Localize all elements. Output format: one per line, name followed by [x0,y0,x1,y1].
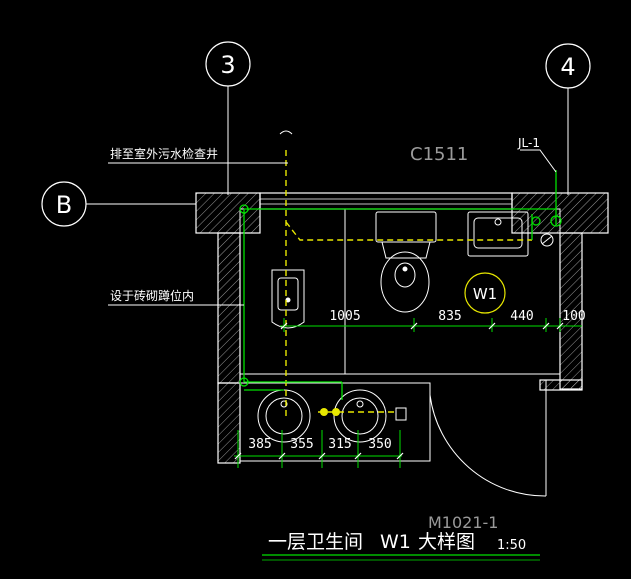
dim-lower-3: 315 [328,437,351,452]
door-label: M1021-1 [428,513,498,532]
unit-tag: W1 [464,272,506,314]
dimension-line-upper [280,318,582,332]
wash-basin-left [257,389,311,443]
riser-label: JL-1 [517,136,540,150]
dim-lower-1: 385 [248,437,271,452]
drawing-title: 一层卫生间 W1 大样图 1:50 [262,531,540,561]
window-label: C1511 [410,144,468,165]
floor-drain [320,233,554,416]
grid-axis-b-label: B [56,191,72,219]
dim-upper-4: 100 [562,309,585,324]
wash-basin-right [333,389,387,443]
door-swing [429,380,547,497]
leader-lines [108,149,557,306]
grid-axis-4-label: 4 [560,53,575,81]
supply-pipes-green [239,170,562,400]
unit-tag-label: W1 [473,285,497,303]
dim-lower-4: 350 [368,437,391,452]
grid-axis-b: B [41,181,196,227]
title-main: 一层卫生间 [268,531,363,553]
dimension-line-lower [234,430,402,468]
room-outlines [239,208,561,462]
dim-upper-3: 440 [510,309,533,324]
dimension-ticks-upper [280,322,564,330]
wash-basin-upper [467,211,529,257]
title-tag: W1 [380,531,411,553]
dimension-ticks-lower [234,452,404,460]
squat-pan [271,269,305,329]
dim-upper-1: 1005 [329,309,360,324]
grid-axis-3-label: 3 [220,51,235,79]
drain-pipes-yellow [285,150,532,420]
valve-fitting [395,407,407,421]
drain-note-label: 排至室外污水检查井 [110,146,218,161]
dim-upper-2: 835 [438,309,461,324]
dim-lower-2: 355 [290,437,313,452]
grid-axis-4: 4 [545,43,591,195]
vent-stack-mark [279,130,293,135]
grid-axis-3: 3 [205,41,251,195]
title-scale: 1:50 [497,538,526,553]
squat-note-label: 设于砖砌蹲位内 [110,288,194,303]
toilet [375,211,437,313]
title-suffix: 大样图 [418,531,475,553]
